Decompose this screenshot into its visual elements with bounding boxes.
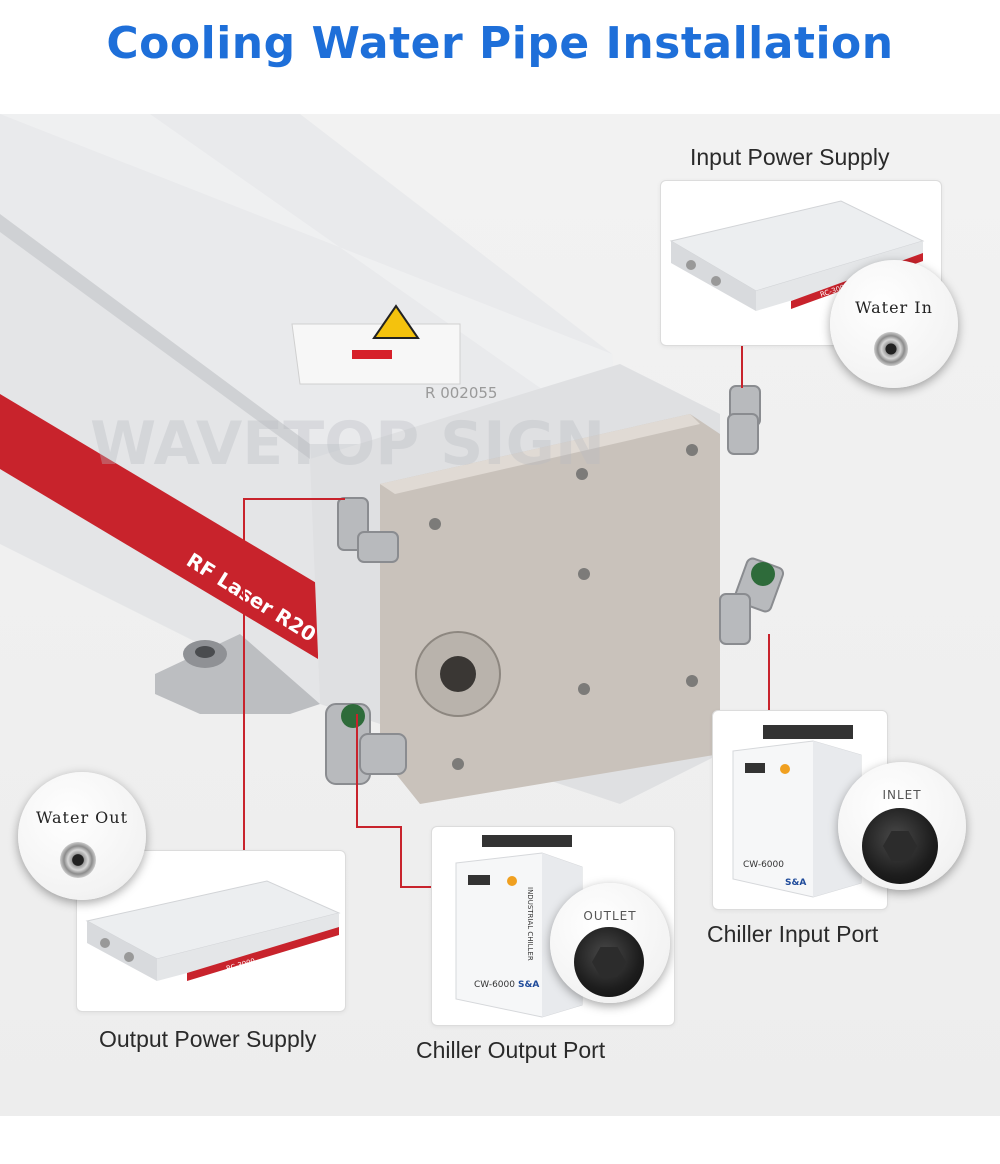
connector-input-supply (741, 346, 743, 388)
chiller-output-card: CW-6000 S&A INDUSTRIAL CHILLER OUTLET (431, 826, 675, 1026)
output-power-supply-caption: Output Power Supply (99, 1026, 317, 1052)
connector-chiller-output-v2 (400, 826, 402, 888)
inlet-bubble: INLET (838, 762, 966, 890)
water-in-fitting-icon (874, 332, 908, 366)
inlet-label: INLET (882, 788, 922, 802)
svg-text:CW-6000: CW-6000 (743, 860, 784, 870)
outlet-label: OUTLET (583, 909, 637, 923)
chiller-input-card: CW-6000 S&A (712, 710, 888, 910)
connector-chiller-output-h2 (400, 886, 434, 888)
outlet-bubble: OUTLET (550, 883, 670, 1003)
connector-output-supply-h (243, 498, 345, 500)
connector-chiller-output-h (356, 826, 402, 828)
svg-text:CW-6000: CW-6000 (474, 980, 515, 990)
power-supply-image: RC-3000 (85, 880, 341, 981)
water-in-label: Water In (855, 298, 933, 317)
water-out-fitting-icon (60, 842, 96, 878)
connector-output-supply-v (243, 498, 245, 850)
svg-text:INDUSTRIAL CHILLER: INDUSTRIAL CHILLER (526, 887, 534, 961)
chiller-input-caption: Chiller Input Port (707, 921, 879, 947)
svg-text:S&A: S&A (785, 878, 806, 888)
output-power-supply-card: RC-3000 (76, 850, 346, 1012)
watermark-text: WAVETOP SIGN (90, 409, 605, 479)
input-power-supply-caption: Input Power Supply (690, 144, 890, 170)
outlet-cap-icon (574, 927, 644, 997)
laser-tube-illustration: RF Laser R20 R 002055 (0, 114, 785, 804)
connector-chiller-input (768, 634, 770, 710)
connector-chiller-output-v (356, 714, 358, 826)
svg-text:S&A: S&A (518, 980, 539, 990)
product-photo-area: RF Laser R20 R 002055 (0, 114, 1000, 1116)
page-title: Cooling Water Pipe Installation (106, 18, 894, 69)
water-out-label: Water Out (35, 808, 129, 827)
water-in-bubble: Water In (830, 260, 958, 388)
inlet-cap-icon (862, 808, 938, 884)
laser-serial: R 002055 (425, 384, 497, 402)
chiller-output-caption: Chiller Output Port (416, 1037, 606, 1063)
water-out-bubble: Water Out (18, 772, 146, 900)
